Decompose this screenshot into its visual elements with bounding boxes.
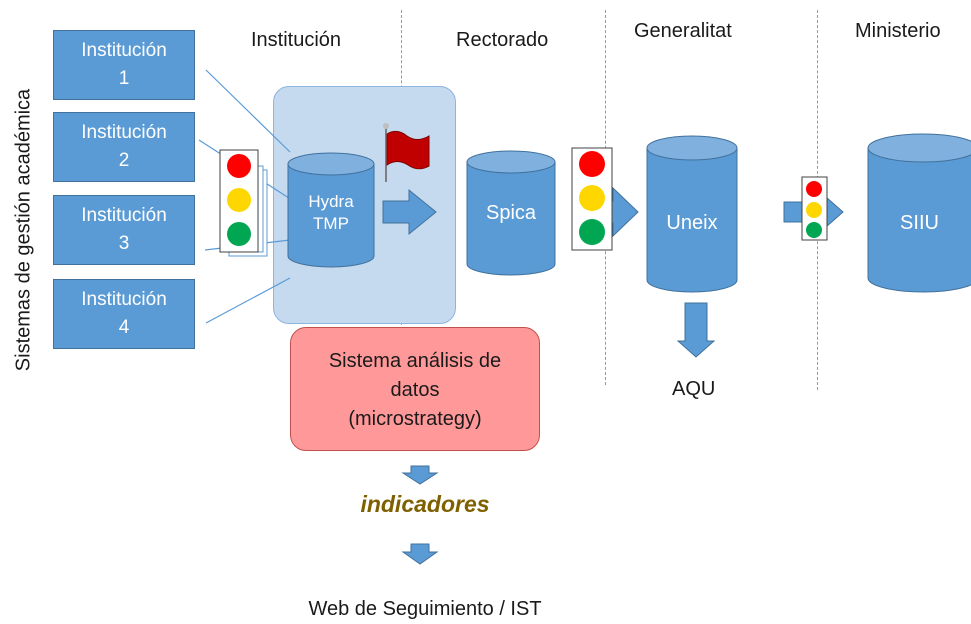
column-header-institucion: Institución: [251, 29, 342, 51]
uneix-cylinder: [646, 135, 738, 293]
traffic-light-icon: [571, 147, 613, 251]
hydra-label: Hydra TMP: [288, 191, 374, 235]
traffic-light-icon: [219, 149, 268, 257]
hydra-cylinder: [287, 152, 375, 268]
siiu-label: SIIU: [900, 212, 939, 234]
flow-arrow-uneix-aqu: [676, 302, 716, 358]
hydra-label-line1: Hydra: [308, 192, 354, 211]
flag-icon: [383, 123, 430, 182]
uneix-label: Uneix: [666, 212, 718, 234]
traffic-light-icon: [801, 176, 828, 241]
institution-box-4: Institución 4: [53, 279, 195, 349]
down-arrow-icon: [401, 465, 439, 485]
institution-box-1: Institución 1: [53, 30, 195, 100]
analysis-line3: (microstrategy): [348, 408, 482, 430]
institution-box-3: Institución 3: [53, 195, 195, 265]
indicadores-label: indicadores: [360, 491, 490, 517]
institution-label: Institución: [81, 40, 167, 61]
down-arrow-icon: [401, 543, 439, 565]
column-header-generalitat: Generalitat: [634, 20, 732, 42]
web-seguimiento-label: Web de Seguimiento / IST: [308, 598, 542, 620]
institution-number: 1: [118, 68, 130, 89]
column-header-ministerio: Ministerio: [855, 20, 941, 42]
analysis-line2: datos: [390, 379, 440, 401]
aqu-label: AQU: [672, 378, 716, 400]
institution-label: Institución: [81, 205, 167, 226]
column-header-rectorado: Rectorado: [456, 29, 549, 51]
analysis-line1: Sistema análisis de: [328, 350, 502, 372]
spica-cylinder: [466, 150, 556, 276]
institution-box-2: Institución 2: [53, 112, 195, 182]
institution-number: 3: [118, 233, 130, 254]
analysis-system-box: Sistema análisis de datos (microstrategy…: [290, 327, 540, 451]
siiu-cylinder: [867, 133, 971, 293]
institution-number: 4: [118, 317, 130, 338]
spica-label: Spica: [485, 202, 537, 224]
flow-arrow-hydra-spica: [382, 188, 437, 236]
institution-number: 2: [118, 150, 130, 171]
institution-label: Institución: [81, 122, 167, 143]
institution-label: Institución: [81, 289, 167, 310]
hydra-label-line2: TMP: [313, 214, 349, 233]
